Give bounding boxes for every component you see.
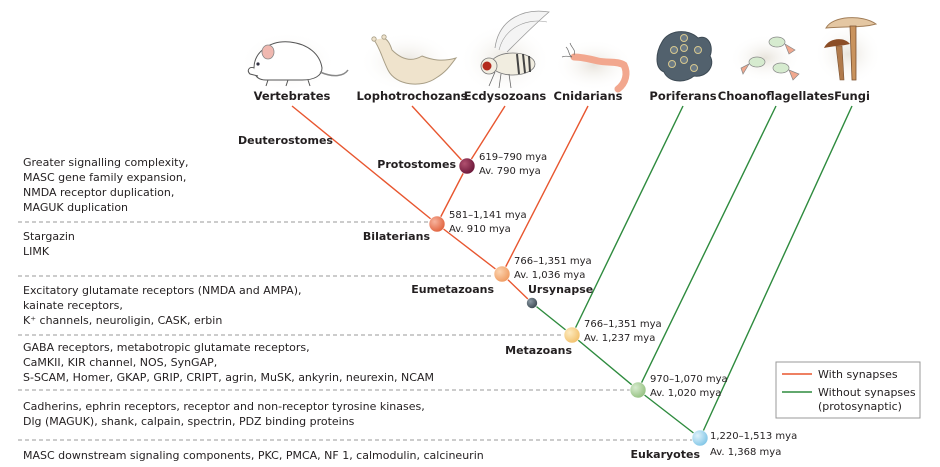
node-metazoans[interactable] — [563, 326, 581, 344]
taxon-label-choanoflagellates: Choanoflagellates — [718, 89, 835, 103]
taxon-label-cnidarians: Cnidarians — [554, 89, 623, 103]
clade-label-metazoans: Metazoans — [505, 344, 572, 357]
branch-metazoans — [571, 334, 639, 391]
branch-ursynapse — [531, 302, 573, 336]
branch-vertebrates — [291, 105, 438, 225]
legend-label-with-synapses: With synapses — [818, 368, 898, 381]
date-avg-bilaterians: Av. 910 mya — [449, 224, 511, 235]
date-avg-eukaryotes: Av. 1,368 mya — [710, 447, 781, 458]
legend-box — [775, 361, 921, 419]
date-avg-metazoans: Av. 1,237 mya — [584, 333, 655, 344]
fly-icon — [459, 10, 551, 96]
node-ursynapse[interactable] — [526, 297, 538, 309]
clade-label-eukaryotes: Eukaryotes — [630, 448, 700, 461]
tree-nodes — [428, 157, 709, 447]
branch-poriferans — [571, 105, 684, 336]
cnidarian-icon — [554, 39, 634, 93]
date-range-bilaterians: 581–1,141 mya — [449, 210, 527, 221]
branches-with-synapses — [291, 105, 589, 304]
date-range-metazoans: 766–1,351 mya — [584, 319, 662, 330]
branch-ecdysozoans — [466, 105, 506, 167]
branch-choano-metazoa — [637, 389, 701, 439]
mushroom-icon — [814, 17, 882, 86]
date-avg-choano-metazoa: Av. 1,020 mya — [650, 388, 721, 399]
branch-bilaterians — [436, 223, 503, 275]
feature-block-eumetazoans: Excitatory glutamate receptors (NMDA and… — [23, 284, 305, 327]
clade-labels: Deuterostomes Protostomes Bilaterians Eu… — [238, 134, 700, 461]
branch-protostomes — [436, 165, 468, 225]
taxon-label-ecdysozoans: Ecdysozoans — [464, 89, 547, 103]
taxon-label-vertebrates: Vertebrates — [254, 89, 331, 103]
branch-lophotrochozans — [411, 105, 468, 167]
date-range-eumetazoans: 766–1,351 mya — [514, 256, 592, 267]
branch-fungi — [699, 105, 853, 439]
node-bilaterians[interactable] — [428, 215, 446, 233]
mouse-icon — [240, 32, 349, 92]
clade-label-bilaterians: Bilaterians — [363, 230, 431, 243]
feature-block-bilaterian-expansion: Greater signalling complexity, MASC gene… — [23, 156, 192, 214]
legend-label-without-synapses: Without synapses — [818, 386, 916, 399]
date-range-eukaryotes: 1,220–1,513 mya — [710, 431, 797, 442]
node-eukaryotes[interactable] — [691, 429, 709, 447]
date-range-choano-metazoa: 970–1,070 mya — [650, 374, 728, 385]
node-dates: 619–790 mya Av. 790 mya 581–1,141 mya Av… — [449, 152, 797, 458]
node-choano-metazoa[interactable] — [629, 381, 647, 399]
taxon-label-lophotrochozans: Lophotrochozans — [356, 89, 467, 103]
node-eumetazoans[interactable] — [493, 265, 511, 283]
date-range-protostomes: 619–790 mya — [479, 152, 547, 163]
clade-label-protostomes: Protostomes — [377, 158, 456, 171]
feature-block-metazoans: GABA receptors, metabotropic glutamate r… — [23, 341, 434, 384]
feature-separators — [18, 221, 693, 441]
date-avg-eumetazoans: Av. 1,036 mya — [514, 270, 585, 281]
slug-icon — [359, 32, 458, 92]
choanoflagellate-icon — [729, 34, 801, 82]
node-protostomes[interactable] — [458, 157, 476, 175]
clade-label-deuterostomes: Deuterostomes — [238, 134, 333, 147]
sponge-icon — [656, 31, 713, 82]
legend: With synapses Without synapses (protosyn… — [775, 361, 921, 419]
clade-label-ursynapse: Ursynapse — [528, 283, 593, 296]
legend-label-protosynaptic: (protosynaptic) — [818, 400, 902, 413]
date-avg-protostomes: Av. 790 mya — [479, 166, 541, 177]
taxon-label-fungi: Fungi — [834, 89, 870, 103]
feature-block-choano-metazoa: Cadherins, ephrin receptors, receptor an… — [23, 400, 428, 428]
taxon-label-poriferans: Poriferans — [649, 89, 716, 103]
feature-block-bilaterians: Stargazin LIMK — [23, 230, 78, 258]
feature-block-eukaryotes: MASC downstream signaling components, PK… — [23, 449, 484, 462]
feature-blocks: Greater signalling complexity, MASC gene… — [23, 156, 484, 462]
clade-label-eumetazoans: Eumetazoans — [411, 283, 494, 296]
branches-without-synapses — [531, 105, 853, 439]
taxon-labels: Vertebrates Lophotrochozans Ecdysozoans … — [254, 89, 870, 103]
branch-cnidarians — [501, 105, 589, 275]
branch-choanoflagellates — [637, 105, 777, 391]
